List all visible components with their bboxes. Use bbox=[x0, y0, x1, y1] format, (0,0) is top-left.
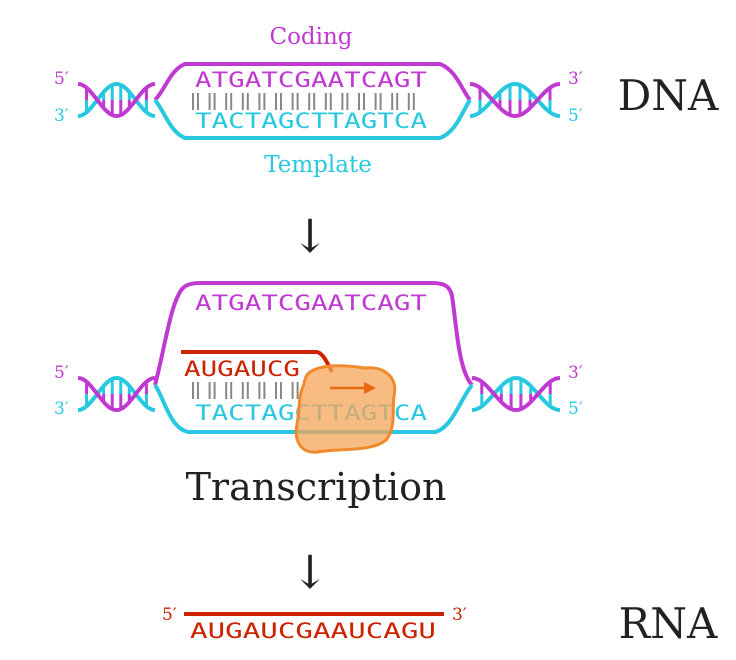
helix-strand bbox=[77, 375, 156, 412]
helix-strand bbox=[469, 82, 561, 119]
dna-template-label: Template bbox=[264, 152, 372, 178]
rna-panel: AUGAUCGAAUCAGU 5′ 3′ RNA bbox=[162, 599, 718, 648]
dna-template-sequence: TACTAGCTTAGTCA bbox=[195, 109, 427, 133]
down-arrow-icon: ↓ bbox=[291, 545, 330, 599]
rna-sequence: AUGAUCGAAUCAGU bbox=[190, 619, 436, 643]
helix-strand bbox=[469, 81, 561, 118]
dna-right-5prime: 5′ bbox=[568, 106, 583, 126]
dna-template-strand bbox=[153, 98, 472, 140]
transcription-coding-sequence: ATGATCGAATCAGT bbox=[195, 291, 427, 315]
transcription-right-3prime: 3′ bbox=[568, 363, 583, 383]
transcription-left-5prime: 5′ bbox=[54, 363, 69, 383]
dna-left-helix bbox=[77, 81, 156, 119]
helix-strand bbox=[77, 82, 156, 119]
helix-strand bbox=[77, 376, 156, 413]
dna-panel: Coding ATGATCGAATCAGT TACTAGCTTAGTCA Tem… bbox=[54, 24, 719, 178]
down-arrow-icon: ↓ bbox=[291, 209, 330, 263]
rna-3prime: 3′ bbox=[452, 605, 467, 625]
dna-left-3prime: 3′ bbox=[54, 106, 69, 126]
dna-right-3prime: 3′ bbox=[568, 69, 583, 89]
dna-coding-sequence: ATGATCGAATCAGT bbox=[195, 68, 427, 92]
rna-5prime: 5′ bbox=[162, 605, 177, 625]
helix-strand bbox=[471, 375, 561, 412]
dna-title: DNA bbox=[618, 71, 719, 120]
nascent-rna-sequence: AUGAUCG bbox=[184, 357, 300, 381]
dna-right-helix bbox=[469, 81, 561, 119]
transcription-base-pair-rungs bbox=[192, 382, 299, 399]
dna-base-pair-rungs bbox=[192, 93, 415, 110]
transcription-right-5prime: 5′ bbox=[568, 399, 583, 419]
transcription-direction-arrowhead-icon bbox=[364, 382, 376, 394]
transcription-coding-strand bbox=[153, 281, 474, 387]
transcription-panel: ATGATCGAATCAGT AUGAUCG TACTAGCTTAGTCA 5′… bbox=[54, 281, 583, 509]
dna-left-5prime: 5′ bbox=[54, 69, 69, 89]
rna-title: RNA bbox=[619, 599, 718, 648]
transcription-left-3prime: 3′ bbox=[54, 399, 69, 419]
dna-coding-strand bbox=[153, 62, 472, 102]
rna-polymerase-blob bbox=[294, 364, 397, 454]
helix-strand bbox=[471, 376, 561, 413]
helix-strand bbox=[77, 81, 156, 118]
transcription-left-helix bbox=[77, 375, 156, 413]
transcription-label: Transcription bbox=[186, 465, 447, 509]
dna-coding-label: Coding bbox=[269, 24, 352, 50]
transcription-right-helix bbox=[471, 375, 561, 413]
